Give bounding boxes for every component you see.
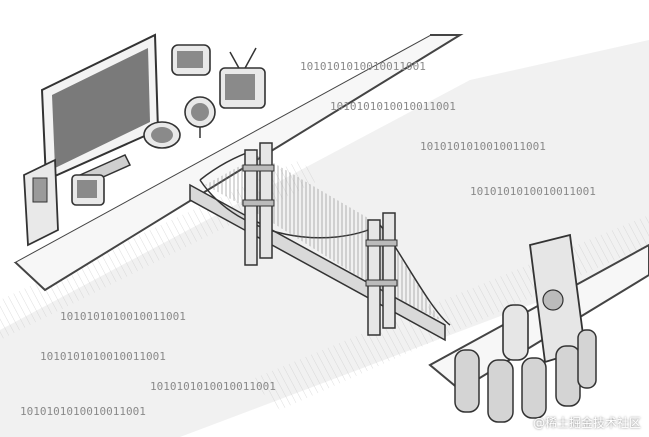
large-remote-control	[529, 233, 586, 364]
remote-controls-row	[454, 329, 597, 423]
remote-control-2	[502, 304, 529, 361]
retro-tv-small	[171, 44, 211, 76]
bits-row-1: 1010101010010011001	[300, 60, 426, 73]
bridge-tower-right	[365, 212, 398, 336]
bits-row-6: 1010101010010011001	[40, 350, 166, 363]
oval-tv	[143, 121, 181, 149]
bits-row-2: 1010101010010011001	[330, 100, 456, 113]
bits-row-8: 1010101010010011001	[20, 405, 146, 418]
tower-speaker	[23, 158, 59, 247]
small-tv-icon	[71, 174, 105, 206]
retro-tv-antenna	[219, 47, 266, 109]
watermark-text: @稀土掘金技术社区	[532, 416, 641, 430]
bits-row-5: 1010101010010011001	[60, 310, 186, 323]
bits-row-4: 1010101010010011001	[470, 185, 596, 198]
bridge-tower-left	[242, 142, 275, 266]
river-striped-bank-left	[0, 160, 320, 340]
bits-row-3: 1010101010010011001	[420, 140, 546, 153]
binary-digits: 1010101010010011001 1010101010010011001 …	[20, 60, 596, 418]
round-tv	[184, 96, 216, 138]
bits-row-7: 1010101010010011001	[150, 380, 276, 393]
